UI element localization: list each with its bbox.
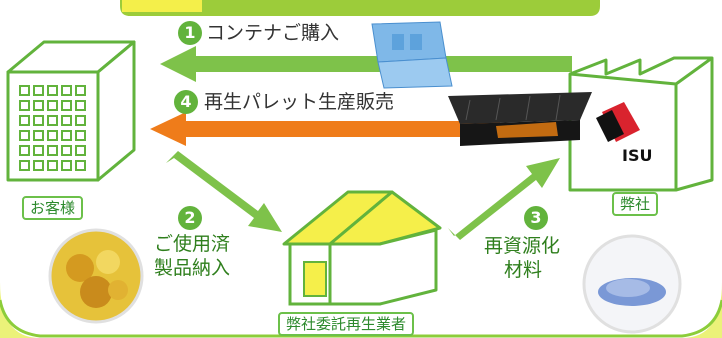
step-1-badge: 1 <box>178 21 202 45</box>
company-label: 弊社 <box>612 192 659 216</box>
step-3-label-line1: 再資源化 <box>484 235 561 257</box>
step-2-label-line1: ご使用済 <box>154 233 231 255</box>
step-3-badge: 3 <box>524 206 548 230</box>
step-3-label-line2: 材料 <box>504 259 543 281</box>
step-4-label: 再生パレット生産販売 <box>204 91 395 113</box>
step-1-label: コンテナご購入 <box>206 22 340 44</box>
step-2-badge: 2 <box>178 206 202 230</box>
customer-label: お客様 <box>22 196 84 220</box>
step-4-badge: 4 <box>174 90 198 114</box>
logo-text: ISU <box>622 146 653 165</box>
recycler-label: 弊社委託再生業者 <box>278 312 415 336</box>
step-2-label-line2: 製品納入 <box>154 257 231 279</box>
isu-logo <box>596 102 640 142</box>
